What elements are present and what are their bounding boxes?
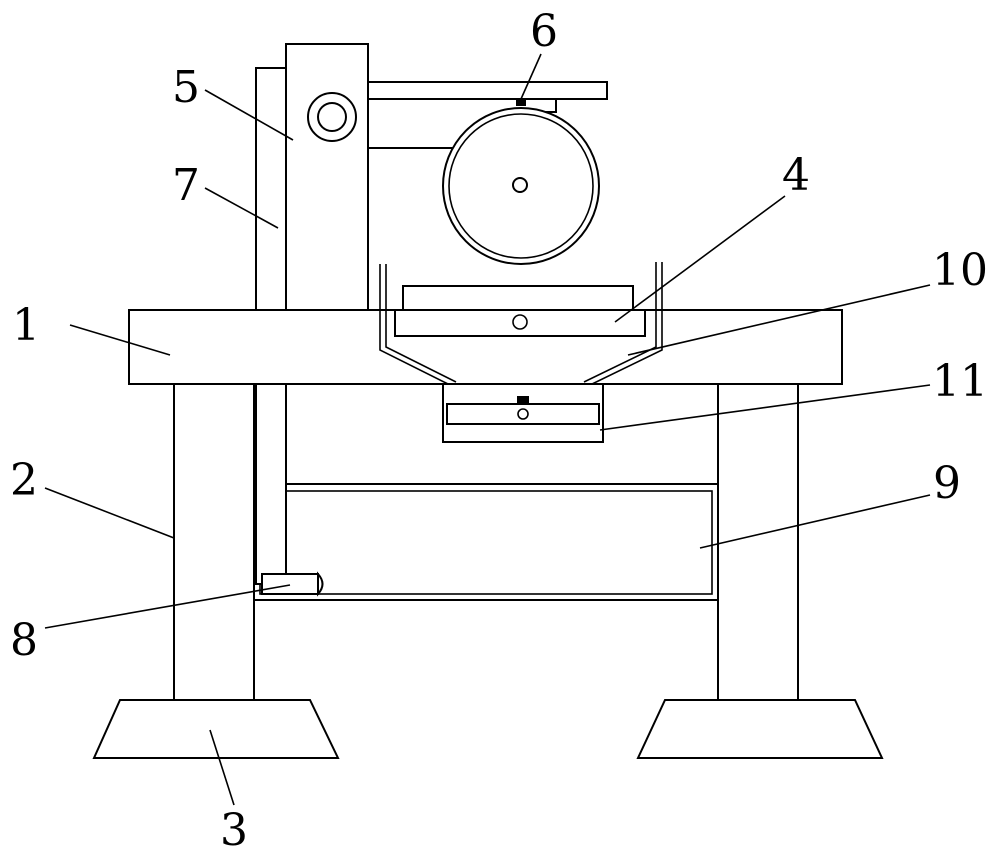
leader-11 [599,384,931,431]
drawer-hole [517,408,529,420]
label-6: 6 [530,6,558,57]
label-4: 4 [782,150,810,201]
work-tray [394,309,646,337]
label-7: 7 [172,160,200,211]
leader-3 [209,729,235,806]
bottom-motor [261,573,319,595]
column-pulley-inner [317,102,347,132]
hopper-left-inner [385,264,457,383]
saw-blade-inner [448,113,594,259]
label-11: 11 [932,356,988,407]
hopper-left-wall [379,264,451,386]
hopper-right-inner [583,262,657,383]
leader-6 [520,53,542,100]
leader-7 [204,187,279,229]
blade-mount [516,98,526,106]
storage-box-outer [253,483,719,601]
work-tray-hole [512,314,528,330]
leader-1 [69,324,171,356]
leader-4 [614,195,786,323]
leader-8 [44,584,291,629]
right-foot [636,699,884,759]
label-10: 10 [932,245,988,296]
leader-5 [204,89,294,141]
left-foot [92,699,340,759]
bottom-motor-cap [317,571,324,597]
label-8: 8 [10,615,38,666]
leader-10 [627,284,931,356]
hopper-right-wall [589,262,663,386]
saw-blade-hub [512,177,528,193]
right-leg [717,383,799,701]
label-1: 1 [12,300,40,351]
top-arm [367,81,608,100]
label-3: 3 [220,805,248,856]
leader-2 [44,487,175,539]
label-5: 5 [172,62,200,113]
vertical-column [285,43,369,311]
label-2: 2 [10,455,38,506]
left-leg [173,383,255,701]
work-plate [402,285,634,313]
label-9: 9 [933,458,961,509]
leader-9 [699,494,931,549]
drawer-handle [517,396,529,404]
collection-drawer-slot [446,403,600,425]
